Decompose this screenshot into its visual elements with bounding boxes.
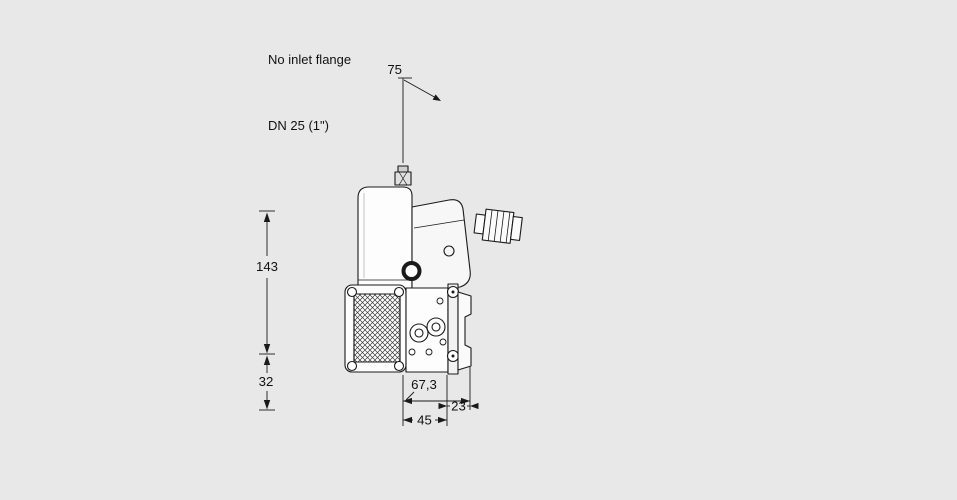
dim-label-143: 143	[256, 259, 278, 274]
extension-lines	[402, 367, 471, 426]
dim-67-3: 67,3	[403, 377, 470, 405]
actuator-dome	[357, 186, 413, 291]
dim-label-75: 75	[387, 62, 402, 77]
inlet-flange	[344, 284, 407, 373]
arrowhead	[403, 416, 412, 424]
valve-body-right	[405, 287, 449, 373]
arrowhead	[263, 355, 271, 365]
dim-label-23: 23	[451, 399, 466, 414]
mesh-screen	[353, 293, 401, 363]
dim-23: 23	[438, 399, 479, 414]
solenoid-coil	[473, 208, 523, 244]
valve-body-drawing	[344, 165, 523, 375]
dim-label-32: 32	[259, 374, 274, 389]
note-line-1: No inlet flange	[268, 52, 352, 67]
dim-32: 32	[259, 355, 275, 411]
arrowhead	[403, 397, 412, 405]
arrowhead	[470, 402, 479, 410]
arrowhead	[438, 402, 447, 410]
dim-45: 45	[403, 413, 447, 428]
arrowhead	[432, 94, 441, 101]
dim-75: 75	[387, 62, 441, 163]
arrowhead	[263, 344, 271, 354]
dim-143: 143	[256, 210, 278, 355]
control-head-block	[401, 199, 471, 296]
outlet-flange	[446, 283, 472, 375]
arrowhead	[263, 212, 271, 222]
valve-stem	[394, 165, 412, 186]
dim-label-67-3: 67,3	[411, 377, 437, 392]
drawing-note: No inlet flange DN 25 (1")	[268, 5, 351, 181]
arrowhead	[263, 400, 271, 410]
dim-label-45: 45	[417, 413, 432, 428]
arrowhead	[461, 397, 470, 405]
arrowhead	[438, 416, 447, 424]
dimension-annotations: 75 143 32	[256, 62, 479, 428]
note-line-2: DN 25 (1")	[268, 118, 329, 133]
